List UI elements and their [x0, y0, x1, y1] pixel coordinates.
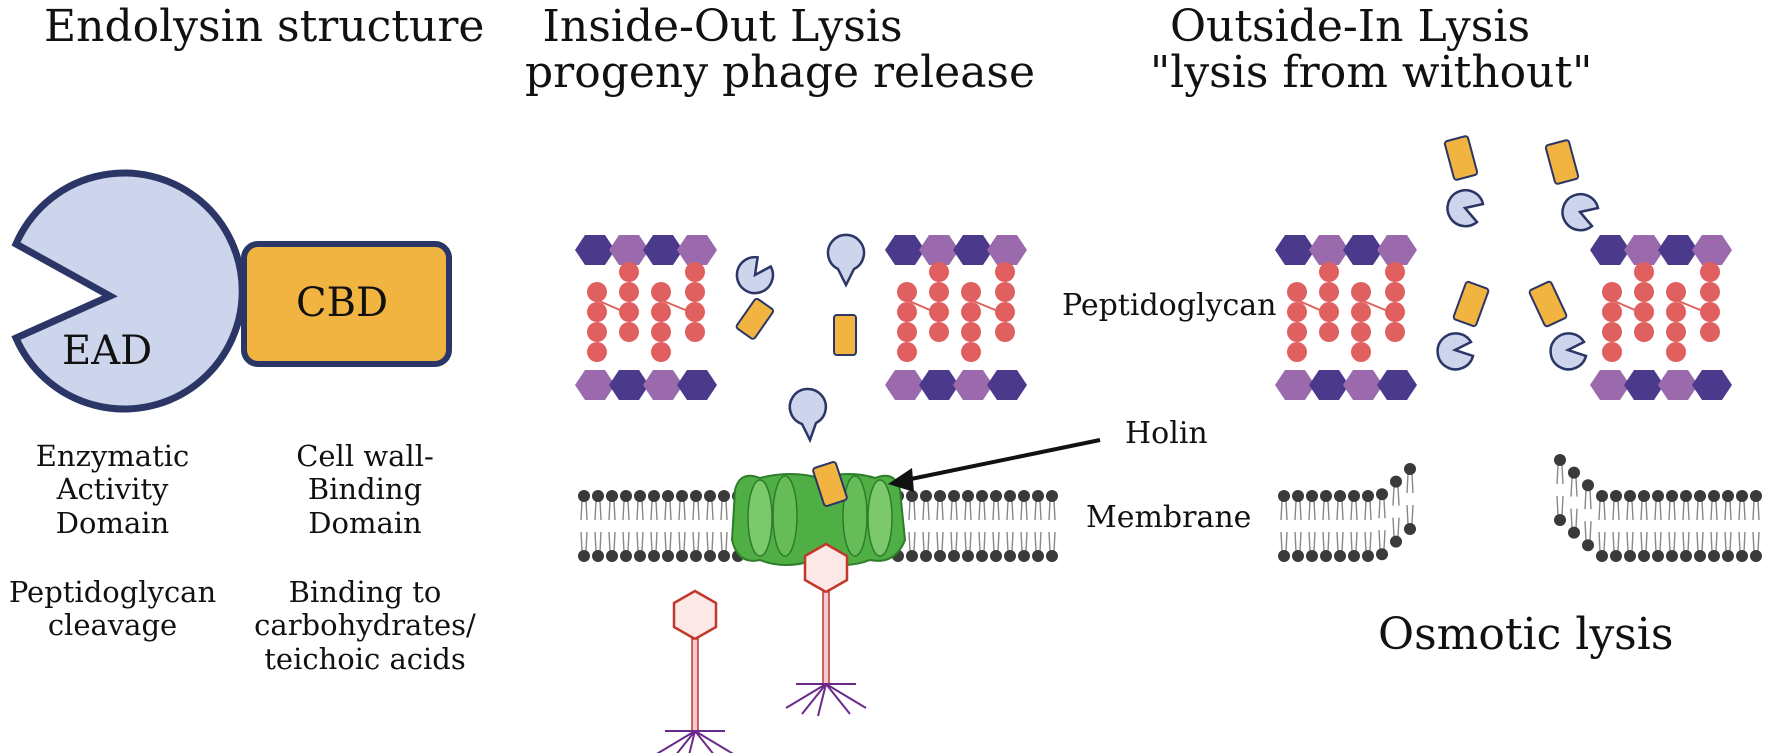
phage-2: [784, 542, 868, 718]
peptidoglycan-right-right: [1590, 235, 1732, 400]
membrane-label: Membrane: [1086, 500, 1252, 535]
ead-desc-line3: Domain: [55, 505, 170, 540]
cbd-desc-line1: Cell wall-: [296, 439, 434, 473]
ead-desc-line1: Enzymatic: [35, 439, 190, 473]
ead-desc-line2: Activity: [56, 472, 169, 507]
peptidoglycan-left-middle: [575, 235, 717, 400]
peptidoglycan-label: Peptidoglycan: [1062, 288, 1277, 323]
cbd-func-line2: carbohydrates/: [254, 608, 476, 643]
endolysin-structure: [11, 169, 452, 413]
cbd-desc-line3: Domain: [308, 505, 422, 540]
endolysin-outside-4: [1528, 280, 1588, 371]
outside-in-title: Outside-In Lysis "lysis from without": [1150, 1, 1593, 99]
endolysin-outside-3: [1436, 280, 1490, 371]
endolysin-cleaving-1: [735, 255, 775, 340]
endolysin-through-holin: [788, 387, 848, 507]
cbd-func-line1: Binding to: [288, 575, 442, 609]
membrane-right: [1278, 454, 1762, 562]
ead-func-line1: Peptidoglycan: [8, 575, 217, 609]
holin-channel: [730, 473, 907, 566]
osmotic-lysis-label: Osmotic lysis: [1378, 609, 1674, 660]
cbd-function: Binding to carbohydrates/ teichoic acids: [250, 575, 480, 676]
structure-title: Endolysin structure: [44, 1, 485, 52]
ead-description: Enzymatic Activity Domain: [0, 439, 225, 540]
cbd-desc-line2: Binding: [307, 472, 423, 507]
ead-function: Peptidoglycan cleavage: [0, 575, 225, 643]
peptidoglycan-right-middle: [885, 235, 1027, 400]
ead-label: EAD: [62, 328, 153, 374]
cbd-domain-shape: [241, 241, 452, 367]
peptidoglycan-left-right: [1275, 235, 1417, 400]
holin-arrow: [888, 438, 1101, 492]
phage-1: [653, 589, 737, 753]
ead-func-line2: cleavage: [47, 608, 178, 643]
holin-label: Holin: [1125, 416, 1208, 451]
membrane-middle: [578, 490, 1058, 562]
cbd-description: Cell wall- Binding Domain: [250, 439, 480, 540]
endolysin-outside-1: [1443, 135, 1485, 228]
cbd-label: CBD: [296, 280, 389, 326]
inside-out-title-line1: Inside-Out Lysis: [542, 1, 903, 52]
outside-in-title-line2: "lysis from without": [1150, 47, 1593, 99]
cbd-func-line3: teichoic acids: [264, 641, 466, 676]
endolysin-outside-2: [1544, 139, 1600, 232]
endolysin-cleaving-2: [826, 233, 866, 356]
outside-in-title-line1: Outside-In Lysis: [1169, 1, 1531, 52]
